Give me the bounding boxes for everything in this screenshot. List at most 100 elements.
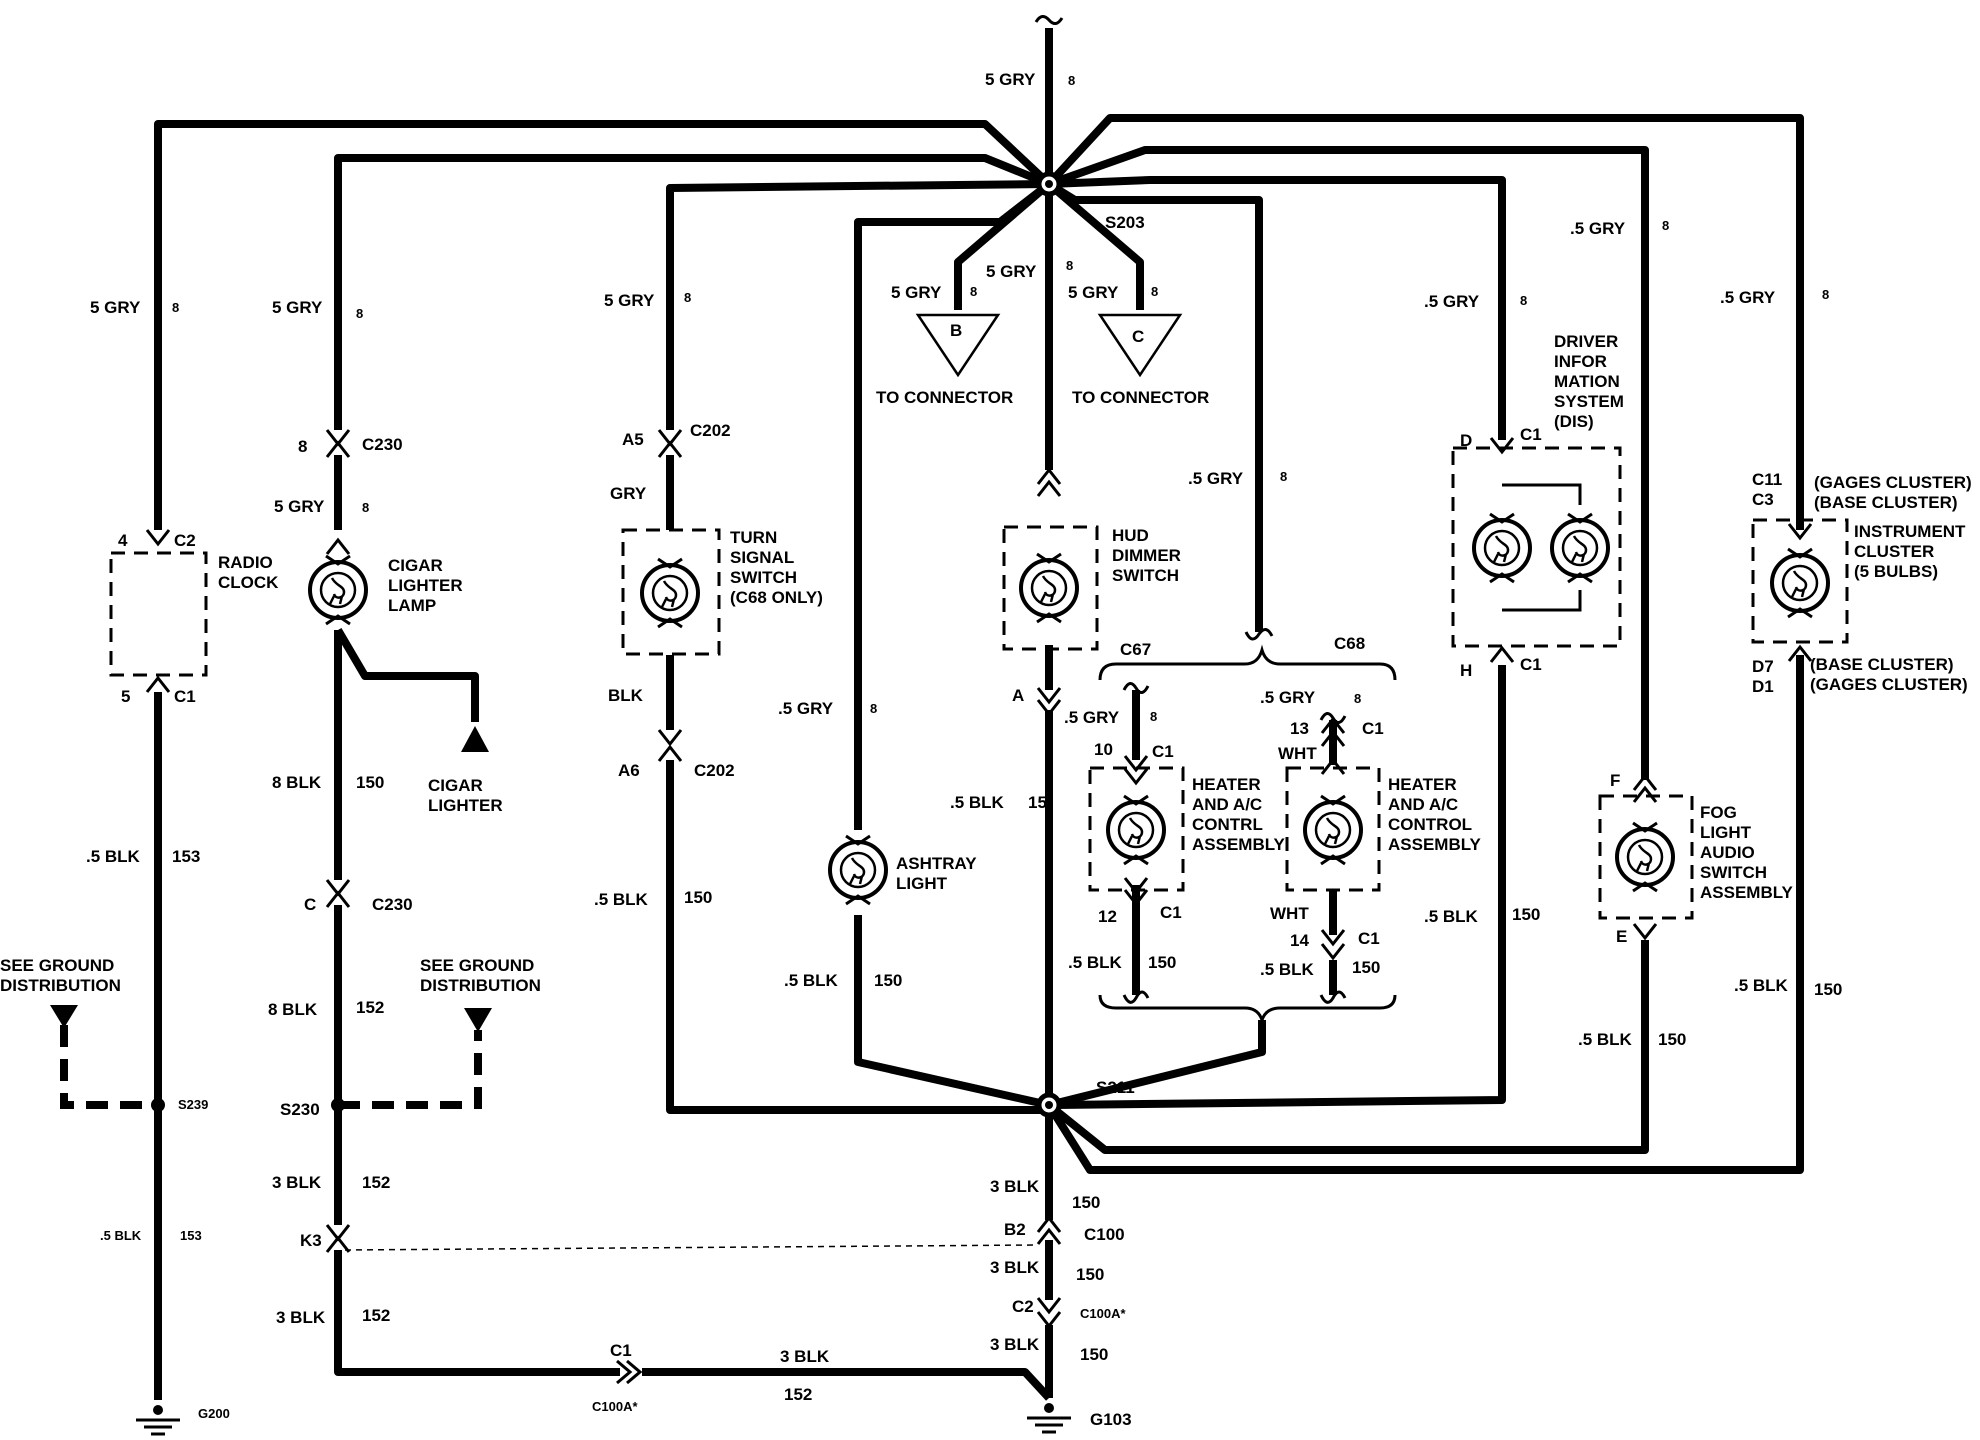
ground-dist-link-left <box>60 1025 158 1109</box>
to-connector-c: TO CONNECTOR <box>1072 388 1209 407</box>
heater-c67-pin-10: 10 <box>1094 740 1113 759</box>
heater-c67-label-1: HEATER <box>1192 775 1261 794</box>
turn-feed-circuit: 8 <box>684 290 691 305</box>
cluster-pin-d1: D1 <box>1752 677 1774 696</box>
c100-pin-b2: B2 <box>1004 1220 1026 1239</box>
conn-c-letter: C <box>1132 327 1144 346</box>
ground-g103-symbol <box>1025 1401 1073 1434</box>
cluster-feed-wire: .5 GRY <box>1720 288 1776 307</box>
ground-wires <box>154 627 1804 1401</box>
heater-c68-wht-top: WHT <box>1278 744 1317 763</box>
dis-label-2: INFOR <box>1554 352 1607 371</box>
heater-c68-wire: .5 GRY <box>1260 688 1316 707</box>
heater-c67-gnd-wire: .5 BLK <box>1068 953 1123 972</box>
fog-label-1: FOG <box>1700 803 1737 822</box>
dis-gnd-circuit: 150 <box>1512 905 1540 924</box>
splice-s211-label: S211 <box>1096 1078 1135 1097</box>
s230-out-circuit: 152 <box>362 1173 390 1192</box>
fog-label-4: SWITCH <box>1700 863 1767 882</box>
c202-label-top: C202 <box>690 421 731 440</box>
ashtray-feed-circuit: 8 <box>870 701 877 716</box>
ground-dist-arrow-left <box>50 1005 78 1028</box>
ground-dist-arrow-right <box>464 1008 492 1032</box>
bottom-run-circuit: 152 <box>784 1385 812 1404</box>
heater-c68-pin-14: 14 <box>1290 931 1309 950</box>
conn-b-wire: 5 GRY <box>891 283 942 302</box>
fog-gnd-wire: .5 BLK <box>1578 1030 1633 1049</box>
k3-b2-link <box>344 1244 1037 1251</box>
conn-b-letter: B <box>950 321 962 340</box>
cluster-conn-c3: C3 <box>1752 490 1774 509</box>
c202-pin-a5: A5 <box>622 430 644 449</box>
g200-circuit: 153 <box>180 1228 202 1243</box>
heater-c68-label-3: CONTROL <box>1388 815 1472 834</box>
connector-c-triangle <box>1097 313 1183 378</box>
cluster-gages-top: (GAGES CLUSTER) <box>1814 473 1972 492</box>
heater-c67-label-2: AND A/C <box>1192 795 1262 814</box>
option-brace-bottom <box>1098 994 1397 1025</box>
cigar-feed-wire: 5 GRY <box>272 298 323 317</box>
heater-c67-conn-top: C1 <box>1152 742 1174 761</box>
cigar-lamp-circuit: 8 <box>362 500 369 515</box>
g200-wire: .5 BLK <box>100 1228 142 1243</box>
cigar-lamp-label-2: LIGHTER <box>388 576 463 595</box>
dis-conn-bottom: C1 <box>1520 655 1542 674</box>
radio-pin-5: 5 <box>121 687 130 706</box>
hud-feed-wire: 5 GRY <box>986 262 1037 281</box>
cluster-gages-bottom: (GAGES CLUSTER) <box>1810 675 1968 694</box>
turn-label-1: TURN <box>730 528 777 547</box>
c100a-label-right: C100A* <box>1080 1306 1126 1321</box>
ashtray-gnd-wire: .5 BLK <box>784 971 839 990</box>
cigar-lamp-label-1: CIGAR <box>388 556 443 575</box>
ground-dist-right-2: DISTRIBUTION <box>420 976 541 995</box>
turn-blk-label: BLK <box>608 686 644 705</box>
s230-in-circuit: 152 <box>356 998 384 1017</box>
turn-signal-switch-box <box>621 528 721 656</box>
heater-c68-conn-top: C1 <box>1362 719 1384 738</box>
heater-c68-box <box>1285 766 1381 892</box>
s230-in-wire: 8 BLK <box>268 1000 318 1019</box>
cluster-conn-c11: C11 <box>1752 470 1782 489</box>
conn-c-wire: 5 GRY <box>1068 283 1119 302</box>
splice-s203-label: S203 <box>1105 213 1145 232</box>
c202-label-bottom: C202 <box>694 761 735 780</box>
turn-label-2: SIGNAL <box>730 548 794 567</box>
heater-c67-label-4: ASSEMBLY <box>1192 835 1286 854</box>
fog-pin-e: E <box>1616 927 1627 946</box>
ground-dist-left-1: SEE GROUND <box>0 956 114 975</box>
radio-label-2: CLOCK <box>218 573 279 592</box>
cluster-label-2: CLUSTER <box>1854 542 1934 561</box>
cigar-lighter-lamp-bulb <box>308 554 368 626</box>
ashtray-label-1: ASHTRAY <box>896 854 977 873</box>
radio-clock-box <box>109 551 208 677</box>
splice-s239-label: S239 <box>178 1097 208 1112</box>
k3-out-circuit: 152 <box>362 1306 390 1325</box>
trunk-wire-1: 3 BLK <box>990 1177 1040 1196</box>
dis-feed-wire: .5 GRY <box>1424 292 1480 311</box>
option-brace-top <box>1098 644 1397 681</box>
radio-gnd-wire: .5 BLK <box>86 847 141 866</box>
dis-label-5: (DIS) <box>1554 412 1594 431</box>
turn-feed-wire: 5 GRY <box>604 291 655 310</box>
heater-c67-wire: .5 GRY <box>1064 708 1120 727</box>
fog-label-5: ASSEMBLY <box>1700 883 1794 902</box>
cigar-gnd-wire: 8 BLK <box>272 773 322 792</box>
hud-feed-circuit: 8 <box>1066 258 1073 273</box>
trunk-wire-3: 3 BLK <box>990 1335 1040 1354</box>
c230-pin-c: C <box>304 895 316 914</box>
trunk-circuit-2: 150 <box>1076 1265 1104 1284</box>
option-c68: C68 <box>1334 634 1365 653</box>
radio-feed-wire: 5 GRY <box>90 298 141 317</box>
heater-c68-label-1: HEATER <box>1388 775 1457 794</box>
hud-label-1: HUD <box>1112 526 1149 545</box>
cluster-feed-circuit: 8 <box>1822 287 1829 302</box>
ground-dist-left-2: DISTRIBUTION <box>0 976 121 995</box>
option-c67: C67 <box>1120 640 1151 659</box>
radio-pin-4: 4 <box>118 531 128 550</box>
radio-conn-c2: C2 <box>174 531 196 550</box>
heater-c68-bulb <box>1303 794 1363 866</box>
cigar-lamp-wire: 5 GRY <box>274 497 325 516</box>
cluster-gnd-circuit: 150 <box>1814 980 1842 999</box>
trunk-wire-2: 3 BLK <box>990 1258 1040 1277</box>
